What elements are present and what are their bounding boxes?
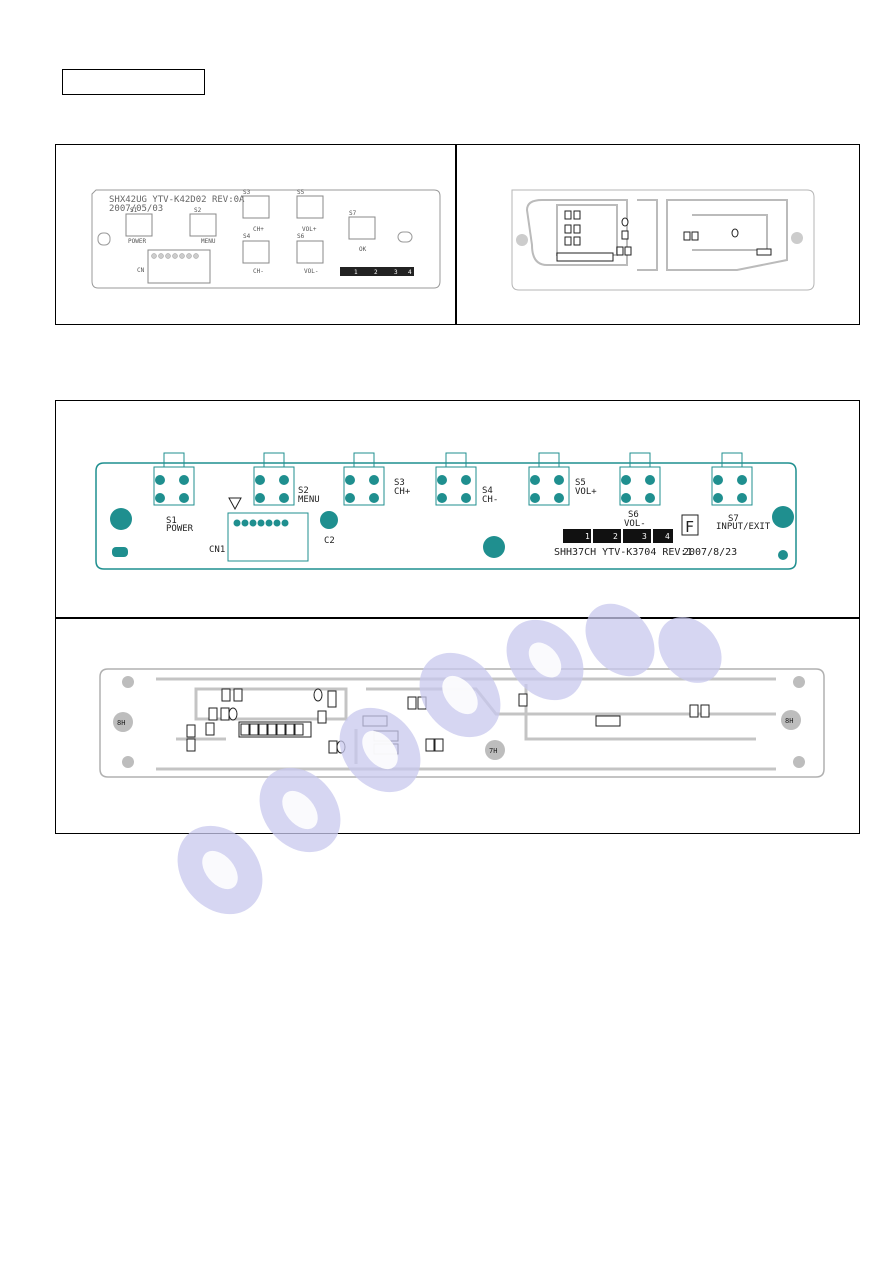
small-s1-name: POWER: [128, 238, 146, 245]
large-pad-1: 1: [585, 532, 590, 541]
small-pad-1: 1: [354, 269, 358, 276]
small-s4-ref: S4: [243, 233, 251, 240]
small-pad-2: 2: [374, 269, 378, 276]
large-s5-name: VOL+: [575, 487, 597, 497]
panel-hdivider: [56, 617, 859, 619]
small-board-model: SHX42UG YTV-K42D02 REV:0A: [109, 195, 245, 205]
large-s2-ref: S2: [298, 486, 309, 496]
large-s1-ref: S1: [166, 516, 177, 526]
bottom-hole-right: 8H: [785, 717, 793, 725]
large-s1-name: POWER: [166, 524, 194, 534]
large-pad-2: 2: [613, 532, 618, 541]
label-box: [62, 69, 205, 95]
small-s7-ref: S7: [349, 210, 357, 217]
large-s6-ref: S6: [628, 510, 639, 520]
small-cn-label: CN: [137, 267, 145, 274]
bottom-hole-left: 8H: [117, 719, 125, 727]
small-s6-name: VOL-: [304, 268, 318, 275]
panel-divider: [455, 145, 457, 324]
top-panel-frame: SHX42UG YTV-K42D02 REV:0A 2007/05/03 S1 …: [55, 144, 860, 325]
large-s7-ref: S7: [728, 514, 739, 524]
small-s2-ref: S2: [194, 207, 202, 214]
small-s4-name: CH-: [253, 268, 264, 275]
large-s2-name: MENU: [298, 495, 320, 505]
large-cn-label: CN1: [209, 545, 225, 555]
small-s2-name: MENU: [201, 238, 216, 245]
large-pad-3: 3: [642, 532, 647, 541]
small-board-top-view: SHX42UG YTV-K42D02 REV:0A 2007/05/03 S1 …: [91, 189, 441, 289]
bottom-panel-frame: S1 POWER S2 MENU S3 CH+ S4 CH- S5 VOL+ S…: [55, 400, 860, 834]
small-s6-ref: S6: [297, 233, 305, 240]
large-s3-name: CH+: [394, 487, 411, 497]
large-s7-name: INPUT/EXIT: [716, 522, 771, 532]
small-s3-name: CH+: [253, 226, 264, 233]
small-pad-3: 3: [394, 269, 398, 276]
large-s6-name: VOL-: [624, 519, 646, 529]
large-date: 2007/8/23: [683, 547, 737, 558]
small-s7-name: OK: [359, 246, 367, 253]
small-board-bottom-view: [511, 189, 815, 291]
large-board-top-view: S1 POWER S2 MENU S3 CH+ S4 CH- S5 VOL+ S…: [95, 452, 797, 570]
small-s3-ref: S3: [243, 189, 251, 196]
large-s4-ref: S4: [482, 486, 493, 496]
small-pad-4: 4: [408, 269, 412, 276]
small-s5-name: VOL+: [302, 226, 317, 233]
large-pad-4: 4: [665, 532, 670, 541]
small-s5-ref: S5: [297, 189, 305, 196]
large-cap-label: C2: [324, 536, 335, 546]
large-f-mark: F: [685, 518, 694, 536]
small-s1-ref: S1: [130, 207, 138, 214]
small-board-date: 2007/05/03: [109, 204, 163, 214]
bottom-hole-mid: 7H: [489, 747, 497, 755]
large-s4-name: CH-: [482, 495, 498, 505]
large-board-bottom-view: 8H 7H 8H: [99, 668, 825, 778]
large-s3-ref: S3: [394, 478, 405, 488]
large-s5-ref: S5: [575, 478, 586, 488]
large-model: SHH37CH YTV-K3704 REV:1: [554, 547, 692, 558]
